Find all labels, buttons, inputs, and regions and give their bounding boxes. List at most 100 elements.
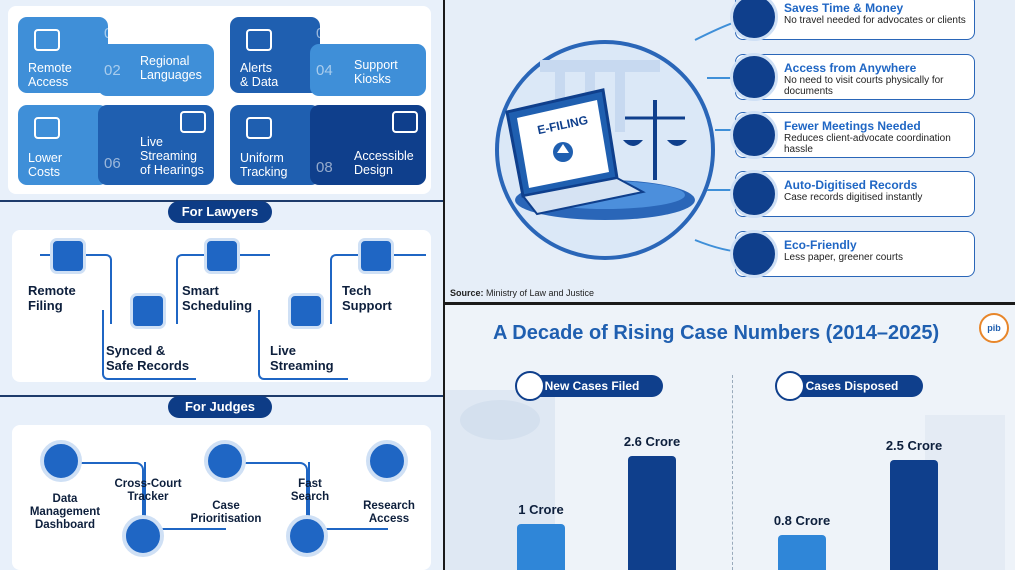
chart-title: A Decade of Rising Case Numbers (2014–20…	[493, 322, 940, 344]
label-line: & Data	[240, 75, 279, 89]
label-line: Synced &	[106, 343, 166, 358]
benefit-description: Case records digitised instantly	[784, 192, 923, 203]
benefit-icon	[730, 111, 778, 159]
bar-value-label: 2.5 Crore	[885, 438, 943, 453]
tile-icon	[34, 29, 60, 51]
lawyer-feature-icon	[204, 238, 240, 274]
lawyer-feature-icon	[50, 238, 86, 274]
label-line: Fast	[298, 478, 322, 490]
bar	[890, 460, 938, 570]
group-icon	[515, 371, 545, 401]
citizen-tile-05: 05LowerCosts	[18, 105, 121, 185]
benefit-title: Fewer Meetings Needed	[784, 119, 921, 133]
tile-number: 01	[104, 25, 121, 42]
judge-connector	[308, 462, 388, 530]
label-line: Tech	[342, 283, 372, 298]
tile-number: 02	[104, 62, 121, 79]
label-line: Case	[212, 500, 240, 512]
bar-value-label: 0.8 Crore	[773, 512, 831, 528]
benefit-icon	[730, 53, 778, 101]
benefit-title: Eco-Friendly	[784, 238, 857, 252]
judge-connector	[62, 462, 144, 530]
benefit-title: Access from Anywhere	[784, 61, 917, 75]
benefit-title: Auto-Digitised Records	[784, 178, 918, 192]
benefit-description: Less paper, greener courts	[784, 252, 903, 263]
group-name: Cases Disposed	[805, 379, 899, 393]
label-line: Streaming	[270, 358, 334, 373]
chart-group-label-0: New Cases Filed	[521, 375, 663, 397]
label-line: Live	[270, 343, 297, 358]
benefits-illustration	[495, 19, 746, 260]
label-line: Research	[363, 500, 415, 512]
tile-icon	[392, 111, 418, 133]
bar	[628, 455, 676, 570]
label-line: Regional	[140, 54, 190, 68]
benefit-description: No travel needed for advocates or client…	[784, 15, 966, 26]
tile-label: Alerts& Data	[240, 61, 278, 89]
benefit-icon	[730, 230, 778, 278]
group-icon	[775, 371, 805, 401]
lawyer-feature-icon	[358, 238, 394, 274]
lawyer-connector	[102, 310, 196, 380]
label-line: Costs	[28, 165, 60, 179]
label-line: Uniform	[240, 151, 284, 165]
label-line: Safe Records	[106, 358, 190, 373]
pib-logo-icon: pib	[979, 313, 1009, 343]
tile-icon	[246, 29, 272, 51]
judge-feature-icon	[366, 440, 408, 482]
label-line: Tracker	[127, 491, 169, 503]
lawyer-feature-1: Synced &Safe Records	[106, 343, 189, 373]
tile-icon	[180, 111, 206, 133]
label-line: Alerts	[240, 61, 272, 75]
label-line: Kiosks	[354, 72, 391, 86]
judge-connector	[226, 462, 308, 530]
benefit-description: Reduces client-advocate coordination has…	[784, 133, 951, 155]
citizen-tile-07: 07UniformTracking	[230, 105, 333, 185]
judge-feature-icon	[286, 515, 328, 557]
tile-number: 03	[316, 25, 333, 42]
source-note: Source: Ministry of Law and Justice	[450, 288, 595, 298]
label-line: Prioritisation	[190, 513, 262, 525]
label-line: Tracking	[240, 165, 288, 179]
lawyer-feature-icon	[130, 293, 166, 329]
bar	[778, 534, 826, 570]
chart-group-label-1: Cases Disposed	[781, 375, 923, 397]
lawyer-feature-icon	[288, 293, 324, 329]
label-line: Scheduling	[182, 298, 253, 313]
benefit-title: Saves Time & Money	[784, 1, 904, 15]
label-line: Streaming	[140, 149, 197, 163]
tile-number: 04	[316, 62, 333, 79]
logo-text: pib	[987, 323, 1001, 333]
label-line: Remote	[28, 283, 76, 298]
label-line: Access	[28, 75, 69, 89]
group-divider	[732, 375, 733, 570]
tile-icon	[246, 117, 272, 139]
label-line: Design	[354, 163, 393, 177]
label-line: Data	[52, 493, 78, 505]
judge-connector	[144, 462, 226, 530]
label-line: Smart	[182, 283, 219, 298]
label-line: Access	[368, 513, 410, 525]
case-numbers-chart-panel: A Decade of Rising Case Numbers (2014–20…	[445, 305, 1015, 570]
benefit-icon	[730, 170, 778, 218]
